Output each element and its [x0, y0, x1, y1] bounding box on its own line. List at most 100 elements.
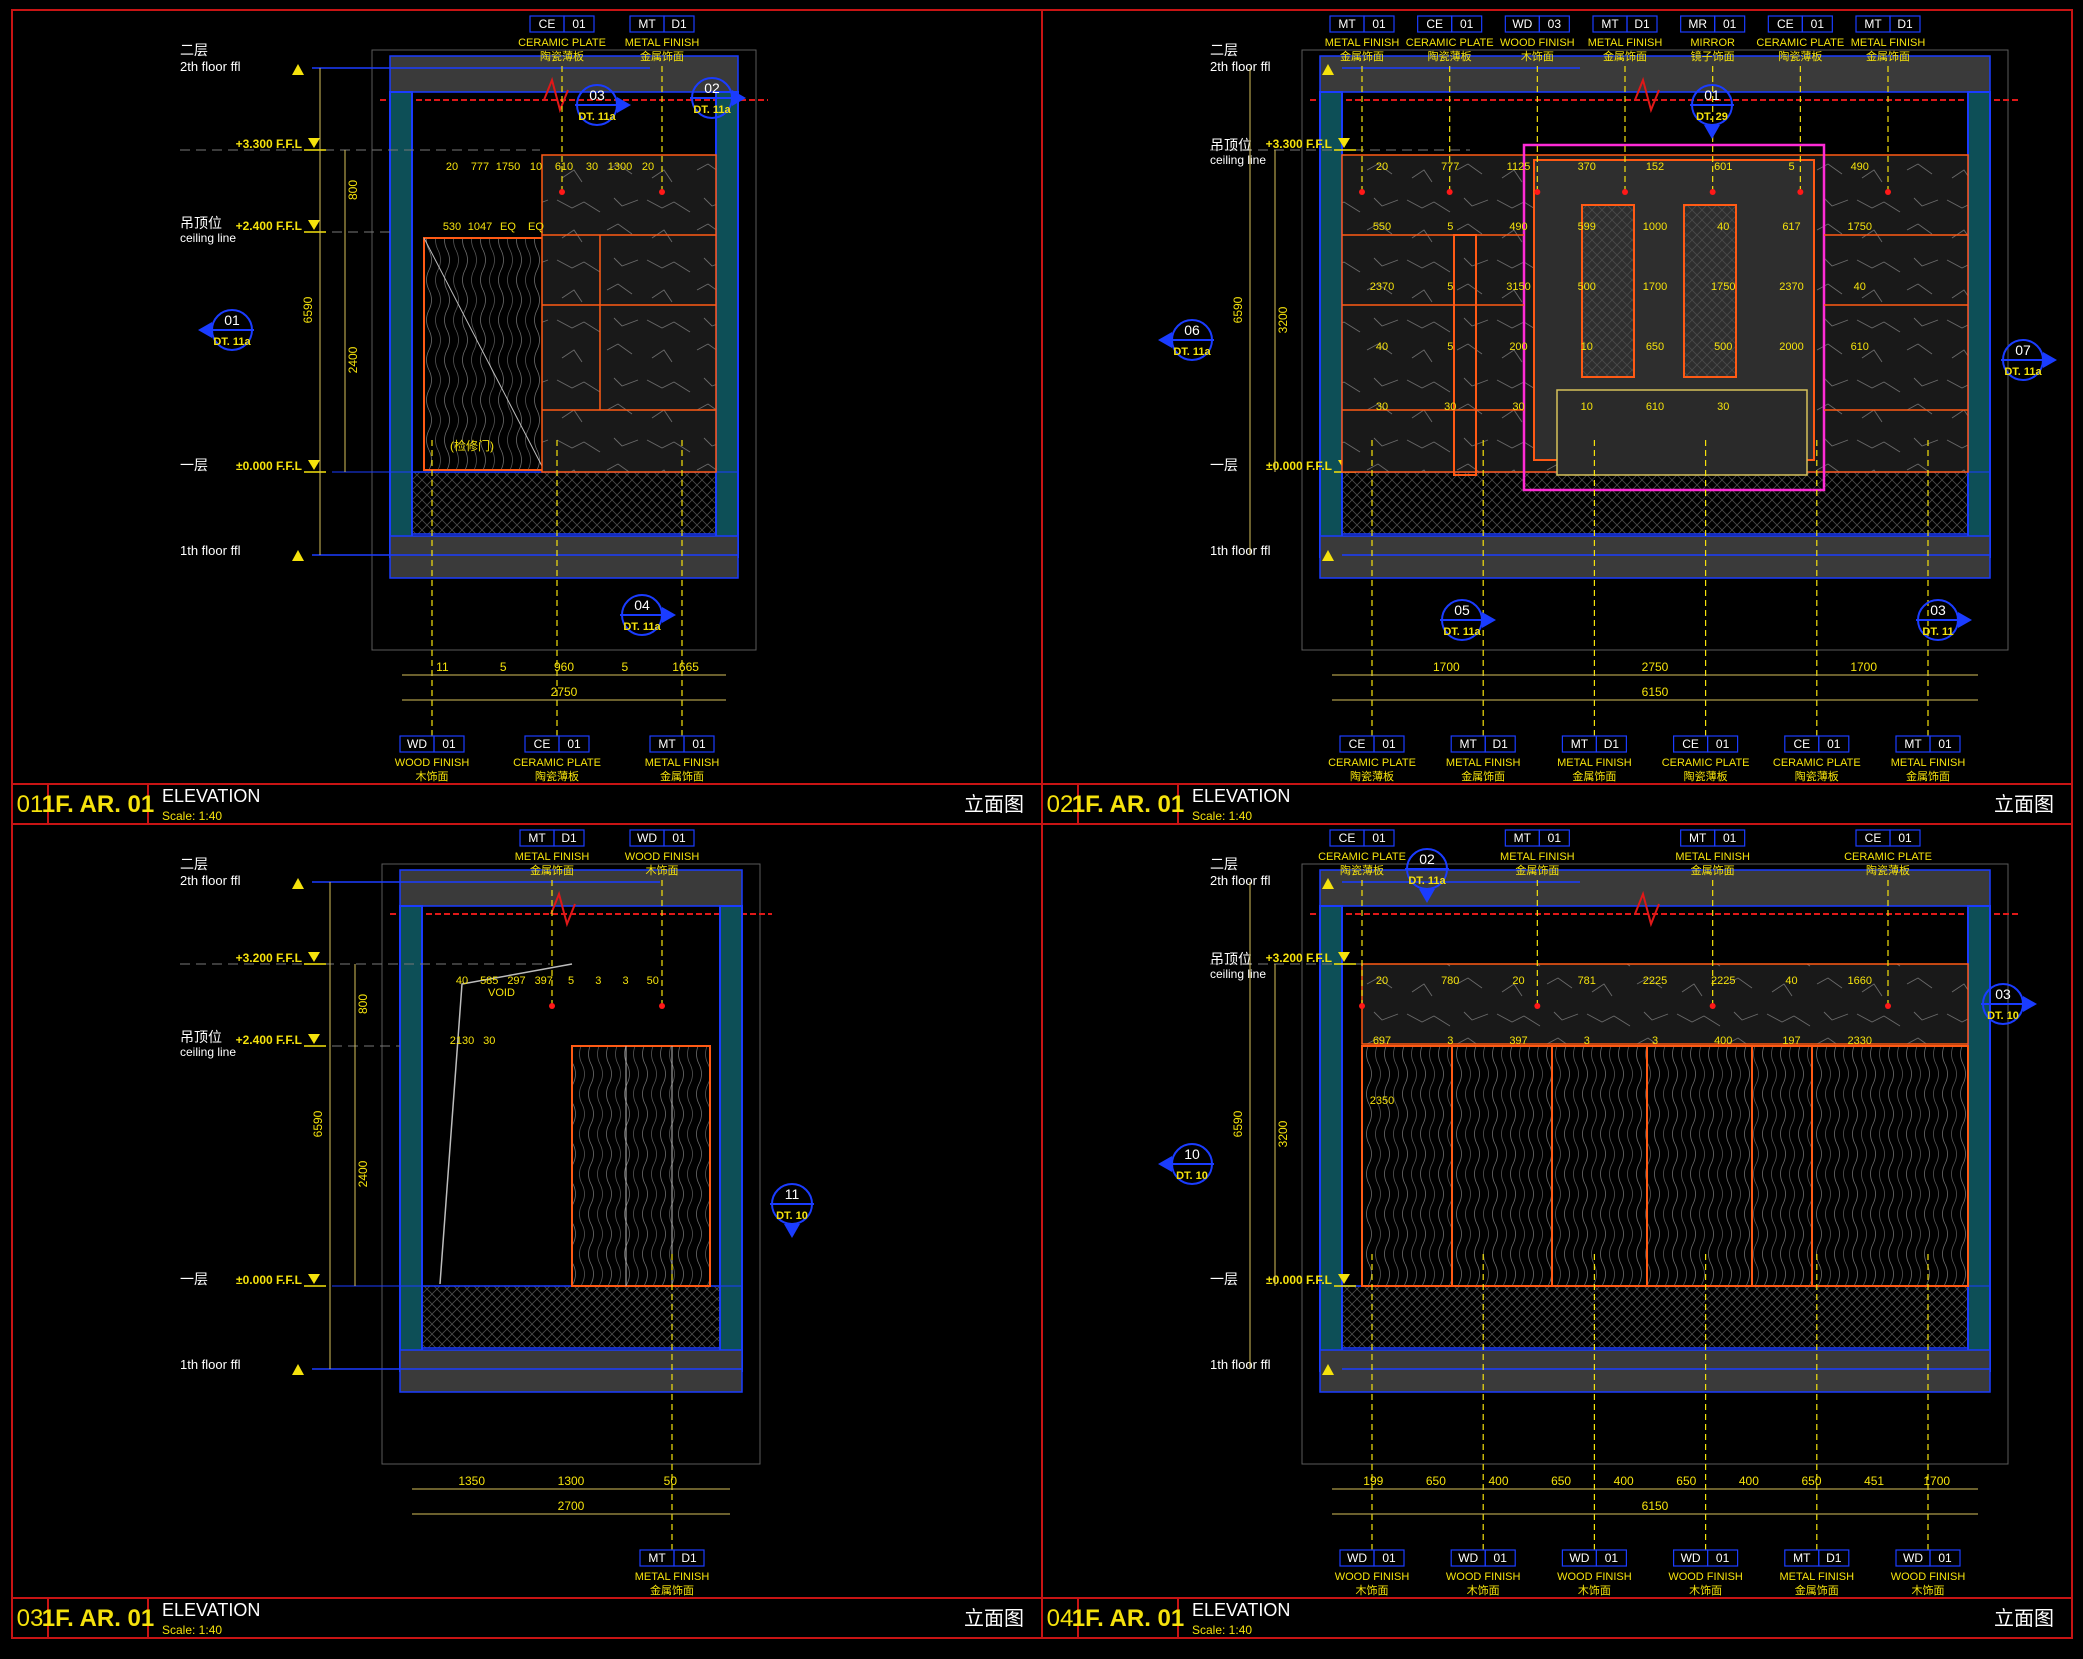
dim-inner-label: 3 [622, 975, 628, 987]
tag-material-cn: 金属饰面 [1340, 49, 1384, 63]
detail-number: 06 [1184, 322, 1200, 338]
dim-inner-label: 781 [1578, 975, 1596, 987]
dim-inner-label: 601 [1714, 161, 1732, 173]
title-cn: 立面图 [964, 793, 1024, 816]
level-triangle-icon [308, 460, 320, 470]
tag-num: 01 [1723, 17, 1737, 31]
leader-dot [1534, 189, 1541, 195]
leader-dot [1885, 1003, 1891, 1009]
level-triangle-icon [308, 220, 320, 230]
tag-material-en: METAL FINISH [1500, 851, 1575, 863]
tag-code: WD [1681, 1551, 1701, 1565]
tag-code: WD [1569, 1551, 1589, 1565]
detail-arrow-icon [1958, 612, 1972, 628]
dim-inner-label: 697 [1373, 1035, 1391, 1047]
tag-num-box [1363, 15, 1395, 33]
tag-code: CE [1682, 737, 1699, 751]
tag-material-en: METAL FINISH [1588, 37, 1663, 49]
dim-inner-label: 1660 [1848, 975, 1872, 987]
dim-inner-label: 370 [1578, 161, 1596, 173]
tag-material-en: CERAMIC PLATE [1756, 37, 1844, 49]
detail-arrow-icon [1158, 332, 1172, 348]
tag-material-en: WOOD FINISH [625, 851, 700, 863]
left-wall [389, 91, 413, 558]
dim-inner-label: 50 [647, 975, 659, 987]
dim-vertical-label: 6590 [311, 1110, 325, 1137]
leader-dot [559, 189, 565, 195]
tag-material-en: CERAMIC PLATE [1844, 851, 1932, 863]
detail-arrow-icon [732, 90, 746, 106]
tag-num-box [1889, 829, 1921, 847]
tag-material-en: METAL FINISH [645, 757, 720, 769]
tag-material-cn: 镜子饰面 [1691, 49, 1735, 63]
level-1f-cn: 一层 [1210, 1271, 1238, 1287]
detail-arrow-icon [662, 607, 676, 623]
dim-inner-label: 500 [1578, 281, 1596, 293]
dim-inner-label: 20 [1376, 975, 1388, 987]
title-elevation: ELEVATION [1192, 786, 1290, 806]
leader-dot [1622, 189, 1628, 195]
right-wall [1967, 91, 1991, 558]
tag-code: MT [528, 831, 546, 845]
dim-inner-label: 599 [1578, 221, 1596, 233]
tag-material-cn: 金属饰面 [1572, 769, 1616, 783]
tag-num: 01 [1372, 17, 1386, 31]
elevation-number: 04 [1047, 1605, 1074, 1632]
tag-num-box [1929, 1549, 1961, 1567]
detail-number: 01 [224, 312, 240, 328]
level-mark-ceiling: +2.400 F.F.L [236, 1033, 326, 1047]
leader-dot [549, 1003, 555, 1009]
tag-num-box [1706, 1549, 1739, 1567]
dim-bottom-total-label: 2700 [558, 1499, 585, 1513]
dim-inner-label: 20 [1376, 161, 1388, 173]
sheet-code: 1F. AR. 01 [1072, 1605, 1185, 1632]
detail-number: 04 [634, 597, 650, 613]
mirror-left [1581, 204, 1635, 378]
tag-code: MT [658, 737, 676, 751]
tag-num: D1 [671, 17, 687, 31]
tag-num: D1 [1493, 737, 1509, 751]
level-2f-cn: 二层 [180, 42, 208, 58]
tag-material-cn: 陶瓷薄板 [535, 769, 579, 783]
leader-dot [1709, 1003, 1716, 1009]
detail-reference: DT. 10 [1176, 1170, 1208, 1182]
break-symbol-icon [543, 76, 569, 114]
tag-code: WD [1347, 1551, 1367, 1565]
tag-num: D1 [1634, 17, 1650, 31]
upper-slab [389, 55, 739, 93]
level-triangle-icon [308, 138, 320, 148]
title-cn: 立面图 [1994, 1607, 2054, 1630]
tag-num-box [1373, 1549, 1405, 1567]
tag-num-box [1363, 829, 1395, 847]
level-2f-cn: 二层 [1210, 42, 1238, 58]
dim-inner-label: 30 [1717, 401, 1729, 413]
level-2f-triangle-icon [1322, 64, 1334, 75]
dim-inner-label: 2370 [1370, 281, 1394, 293]
dim-bottom-label: 650 [1426, 1474, 1446, 1488]
level-triangle-icon [1338, 952, 1350, 962]
tag-num: 01 [1372, 831, 1386, 845]
dim-bottom-label: 5 [621, 660, 628, 674]
tag-num-box [553, 829, 585, 847]
dim-inner-label: 40 [1717, 221, 1729, 233]
detail-arrow-icon [1419, 889, 1435, 903]
tag-num: D1 [561, 831, 577, 845]
tag-material-cn: 金属饰面 [530, 863, 574, 877]
tag-material-en: WOOD FINISH [1335, 1571, 1410, 1583]
dim-bottom-label: 650 [1801, 1474, 1821, 1488]
leader-dot [1534, 1003, 1541, 1009]
tag-code: MT [1514, 831, 1532, 845]
detail-arrow-icon [2043, 352, 2057, 368]
detail-reference: DT. 11a [623, 621, 661, 633]
